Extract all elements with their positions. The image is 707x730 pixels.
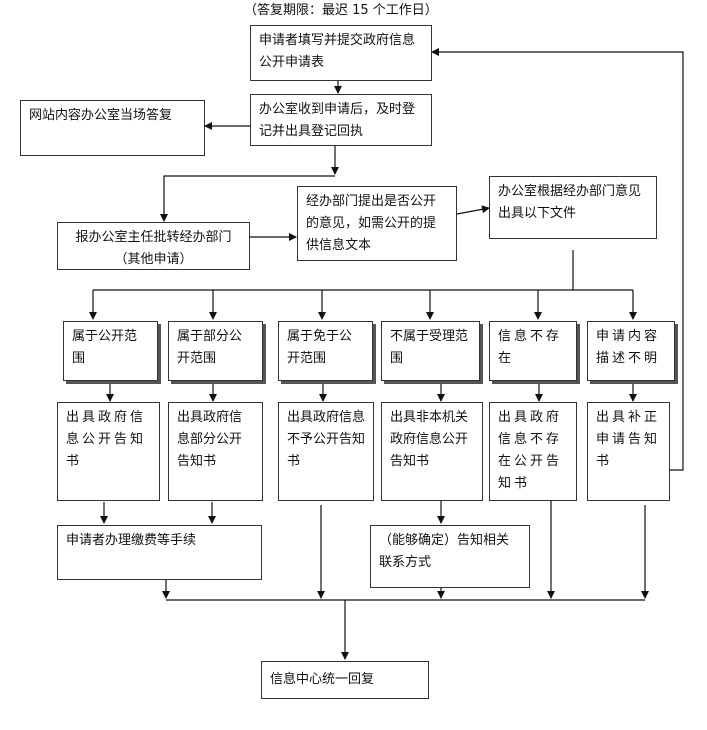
node-director-forward: 报办公室主任批转经办部门（其他申请） (57, 222, 250, 270)
node-final-reply: 信息中心统一回复 (261, 661, 429, 699)
node-doc-exempt-notice: 出具政府信息不予公开告知书 (278, 402, 374, 501)
node-cat-not-accepted: 不属于受理范围 (381, 321, 480, 381)
node-dept-opinion: 经办部门提出是否公开的意见，如需公开的提供信息文本 (297, 186, 457, 261)
node-submit-application: 申请者填写并提交政府信息公开申请表 (250, 25, 432, 81)
node-cat-not-exist: 信息不存在 (489, 321, 577, 381)
node-cat-public: 属于公开范围 (63, 321, 158, 381)
node-pay-fees: 申请者办理缴费等手续 (57, 525, 262, 580)
node-doc-not-exist-notice: 出具政府信息不存在公开告知书 (489, 402, 577, 501)
node-doc-correction-notice: 出具补正申请告知书 (587, 402, 670, 501)
arrow-dept-to-office (456, 205, 490, 215)
node-doc-not-agency-notice: 出具非本机关政府信息公开告知书 (381, 402, 483, 501)
node-cat-exempt: 属于免于公开范围 (278, 321, 373, 381)
node-doc-public-notice: 出具政府信息公开告知书 (57, 402, 160, 501)
node-cat-unclear: 申请内容描述不明 (587, 321, 675, 381)
deadline-caption: （答复期限：最迟 15 个工作日） (244, 3, 438, 18)
node-cat-partial: 属于部分公开范围 (168, 321, 263, 381)
node-contact-info: （能够确定）告知相关联系方式 (370, 525, 530, 588)
node-onsite-reply: 网站内容办公室当场答复 (20, 100, 205, 156)
node-register-receipt: 办公室收到申请后，及时登记并出具登记回执 (250, 94, 432, 146)
node-office-documents: 办公室根据经办部门意见出具以下文件 (489, 176, 657, 239)
arrow-correction-loop (431, 48, 684, 471)
node-doc-partial-notice: 出具政府信息部分公开告知书 (168, 402, 263, 501)
arrow-to-director (160, 175, 335, 222)
